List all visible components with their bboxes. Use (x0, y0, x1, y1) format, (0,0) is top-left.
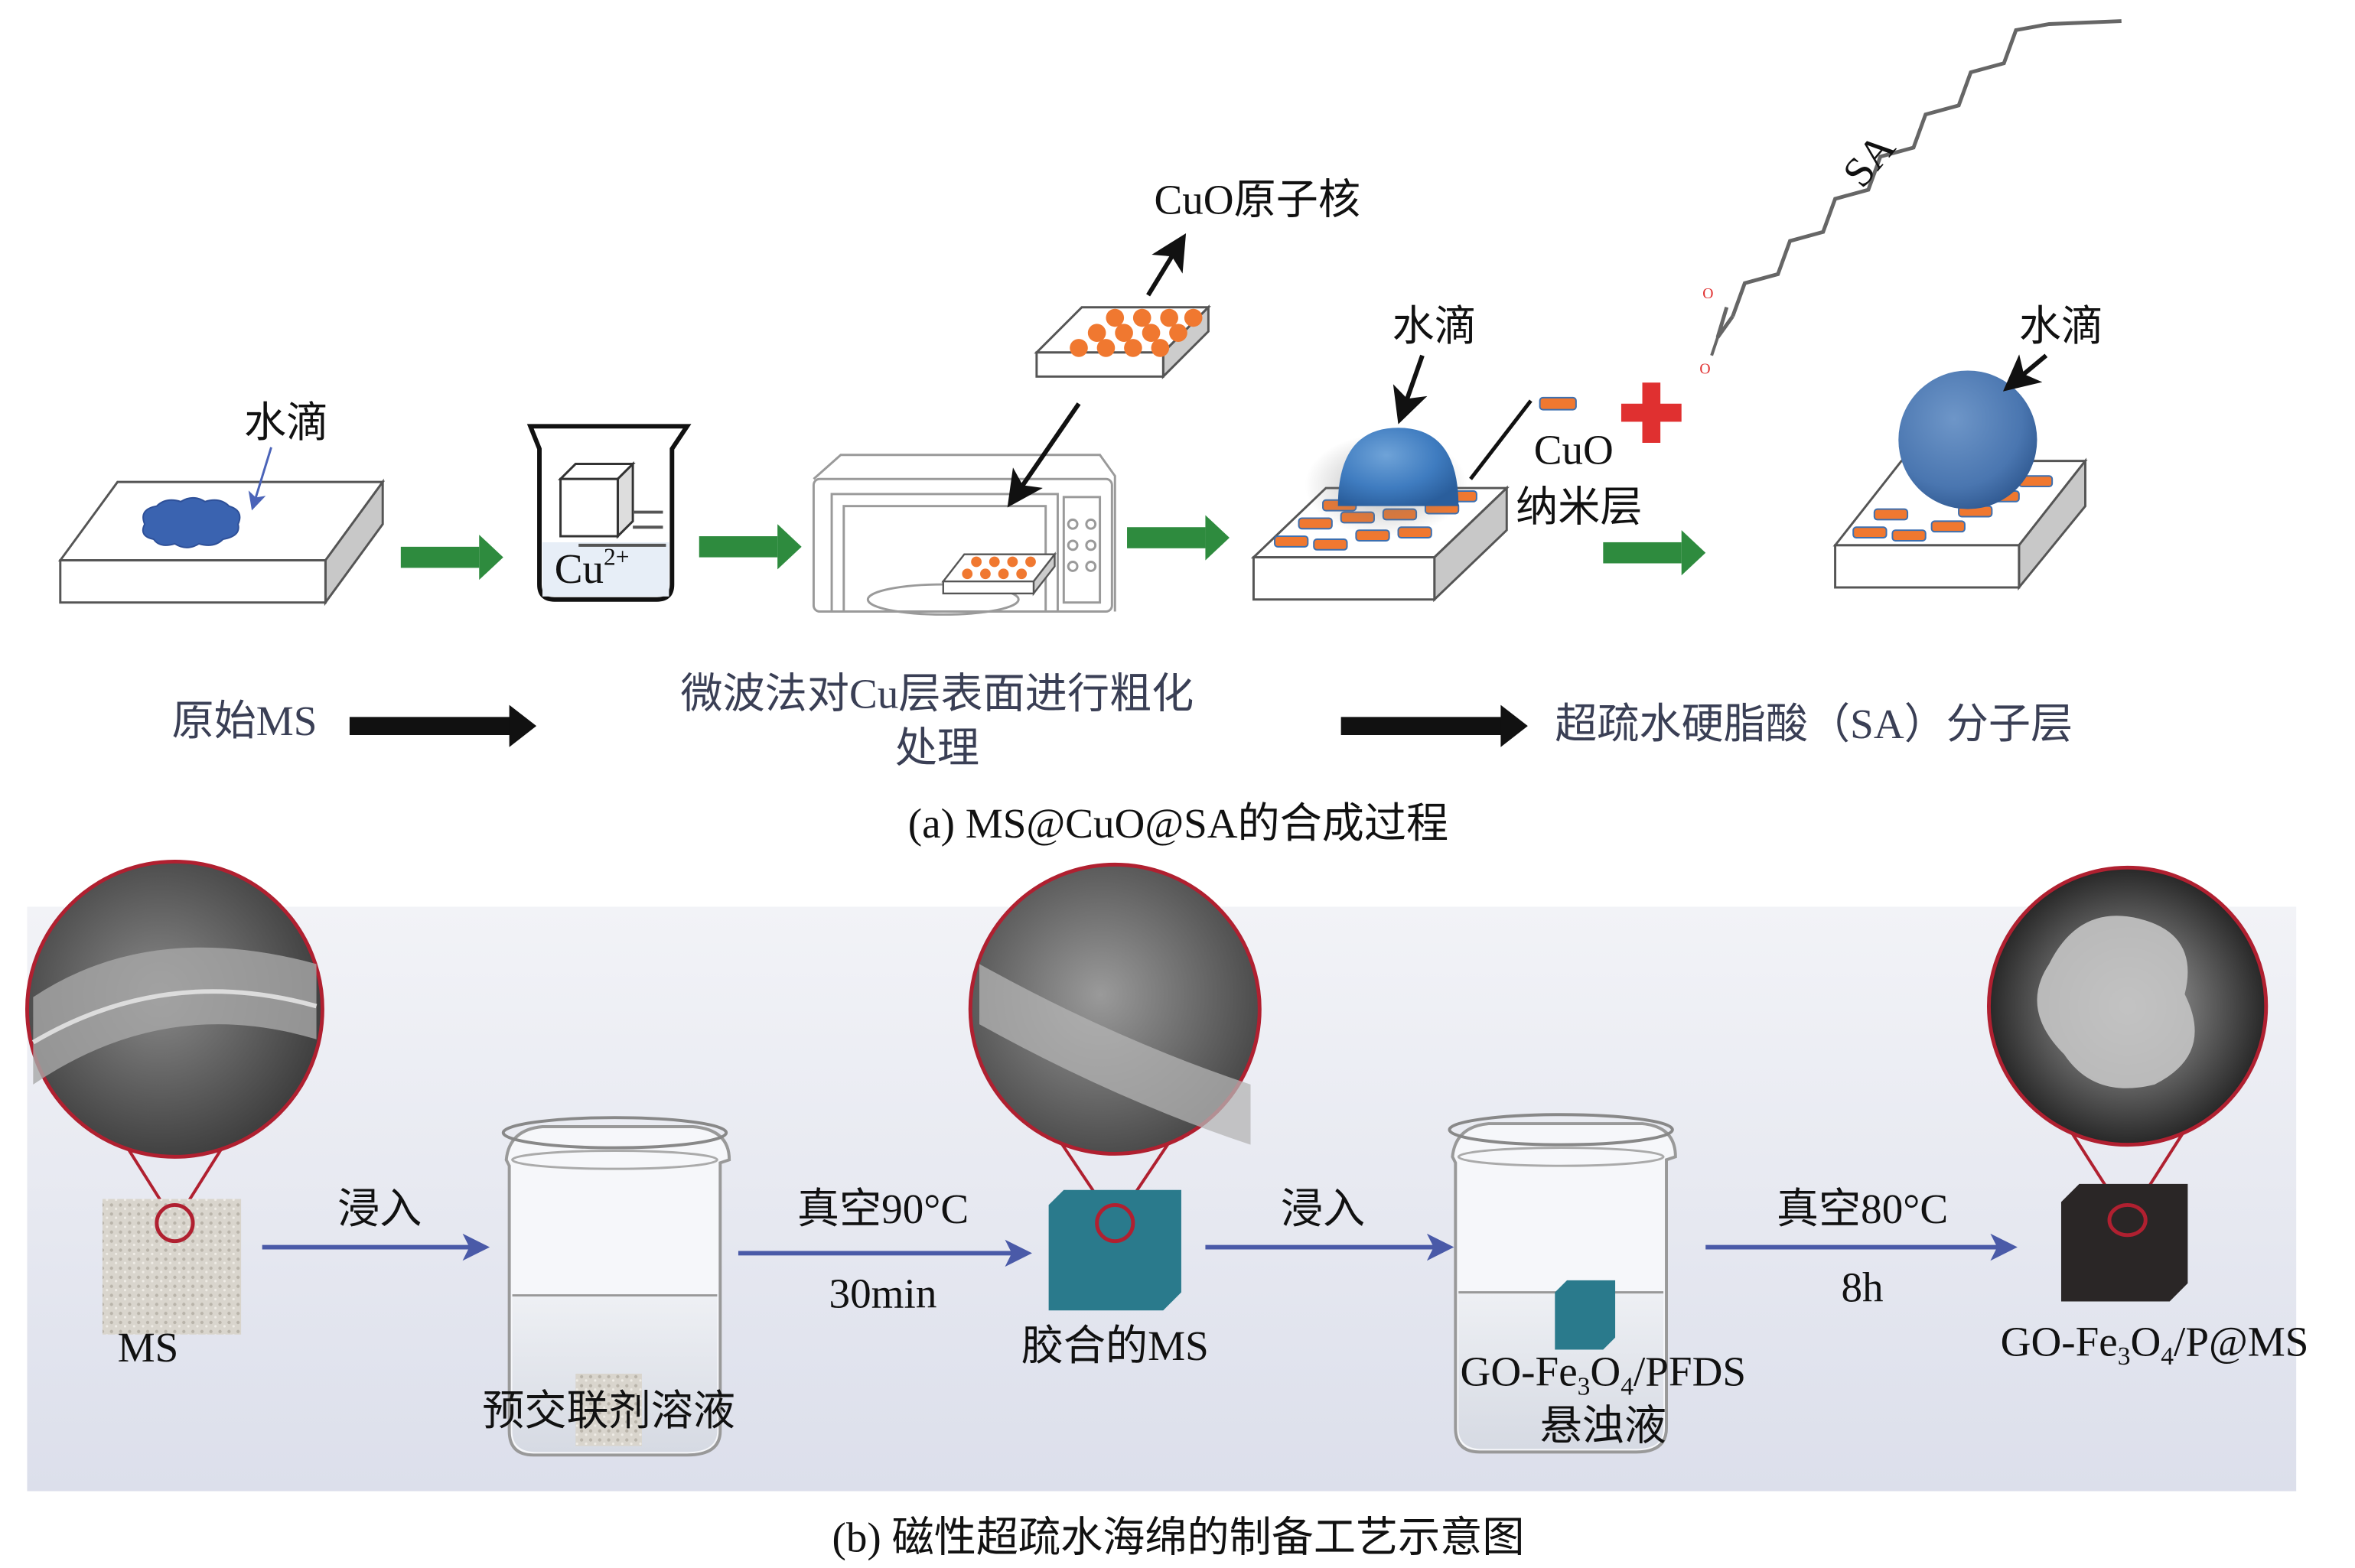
oxygen-label-1: O (1702, 285, 1713, 302)
magnifier-glued-ms (968, 862, 1262, 1226)
arrow2-top-label: 真空90°C (797, 1186, 969, 1232)
sample-glued-label: 胶合的MS (1021, 1322, 1209, 1369)
panel-a: 水滴 Cu2+ (57, 19, 2122, 847)
arrow3-top-label: 浸入 (1281, 1186, 1365, 1232)
cu-ion-beaker (526, 424, 692, 602)
nuclei-plate-large (1034, 304, 1211, 379)
panel-b: MS 浸入 预交联剂溶液 真空90°C 30min 胶合的MS 浸入 (25, 859, 2309, 1560)
glued-ms-cube (1048, 1189, 1181, 1311)
sample-ms-label: MS (118, 1324, 179, 1371)
water-drop-label-3: 水滴 (2019, 303, 2103, 350)
sponge-ms-cube (102, 1199, 242, 1335)
arrow1-top-label: 浸入 (337, 1186, 422, 1232)
arrow4-top-label: 真空80°C (1777, 1186, 1948, 1232)
final-product-label: GO-Fe3O4/P@MS (2001, 1318, 2309, 1371)
plus-sign (1620, 382, 1682, 443)
beaker2-label-line2: 悬浊液 (1540, 1403, 1666, 1449)
process-arrow-4 (1603, 530, 1706, 576)
water-drop-label-2: 水滴 (1392, 303, 1477, 350)
step-microwave-label-line1: 微波法对Cu层表面进行粗化 (681, 671, 1194, 717)
panel-a-caption: (a) MS@CuO@SA的合成过程 (908, 800, 1448, 847)
magnifier-ring-ms (155, 1202, 195, 1244)
sa-label: SA (1833, 125, 1904, 196)
submerged-sponge (575, 1373, 642, 1446)
nuclei-plate-small (941, 551, 1057, 597)
step-arrow-2 (1340, 704, 1528, 747)
water-drop-pointer-1 (248, 447, 272, 511)
microwave-oven (812, 454, 1116, 616)
cuo-layer-pointer (1469, 399, 1533, 480)
water-drop-pointer-2 (1392, 354, 1428, 425)
sem-graphene-flake (2037, 916, 2195, 1088)
hemisphere-water-drop (1337, 428, 1459, 506)
suspension-beaker (1448, 1113, 1677, 1454)
pointer-to-nuclei-label (1146, 233, 1187, 297)
arrow4-bottom-label: 8h (1841, 1264, 1883, 1310)
water-drop-label-1: 水滴 (244, 399, 328, 446)
stearic-acid-chain (1731, 19, 2122, 317)
magnifier-ring-final (2107, 1202, 2148, 1238)
cuo-nuclei-label: CuO原子核 (1154, 177, 1360, 223)
cu-ion-label: Cu2+ (555, 543, 630, 592)
carboxyl-bond (1710, 337, 1719, 356)
step-original-label: 原始MS (172, 698, 318, 744)
magnifier-final (1986, 865, 2269, 1223)
process-arrow-1 (400, 535, 503, 581)
panel-b-caption: (b) 磁性超疏水海绵的制备工艺示意图 (832, 1514, 1525, 1560)
cuo-layer-label-line1: CuO (1534, 427, 1614, 473)
step-microwave-label-line2: 处理 (895, 724, 979, 771)
final-black-cube (2060, 1183, 2188, 1302)
beaker1-label: 预交联剂溶液 (482, 1387, 735, 1434)
arrow2-bottom-label: 30min (829, 1270, 937, 1316)
submerged-glued-cube (1555, 1280, 1616, 1350)
cuo-layer-label-line2: 纳米层 (1516, 483, 1642, 530)
water-drop-pointer-3 (2002, 353, 2048, 392)
original-ms-slab (57, 478, 386, 607)
copper-cube (558, 460, 636, 539)
oxygen-label-2: O (1699, 360, 1710, 377)
flat-water-drop (142, 496, 241, 548)
sem-fiber-smooth (33, 947, 317, 1085)
sem-fiber-coated (979, 964, 1251, 1145)
process-arrow-2 (699, 524, 802, 570)
carboxyl-group (1715, 307, 1734, 339)
step-arrow-1 (349, 704, 537, 747)
process-arrow-3 (1127, 515, 1230, 561)
cuo-flake-reactant (1539, 396, 1577, 411)
spherical-water-drop (1898, 370, 2037, 509)
beaker2-label-line1: GO-Fe3O4/PFDS (1461, 1348, 1746, 1401)
step-sa-label: 超疏水硬脂酸（SA）分子层 (1555, 701, 2073, 747)
pointer-to-microwave (1007, 402, 1081, 508)
crosslinker-beaker (501, 1116, 731, 1457)
magnifier-ring-glued (1095, 1202, 1135, 1244)
